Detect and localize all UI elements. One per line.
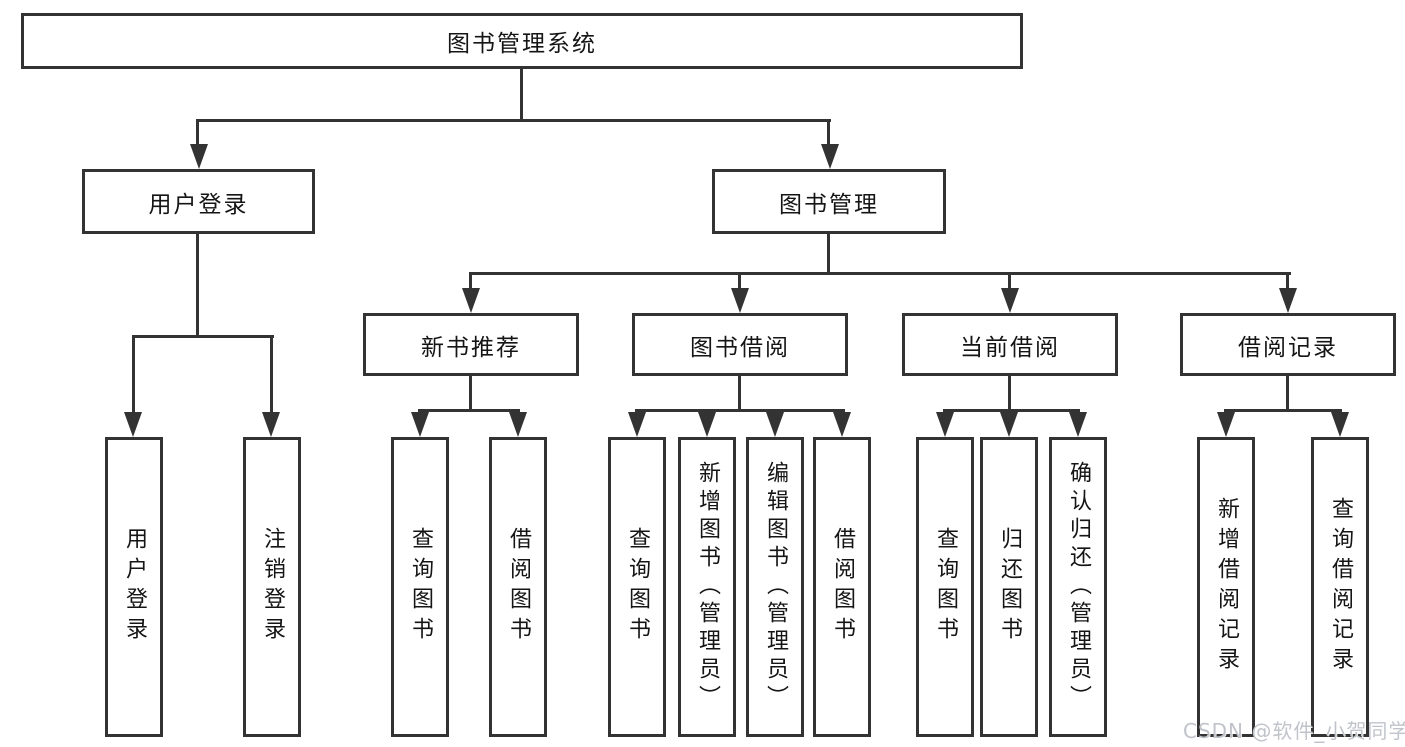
arrow-down-icon <box>509 412 527 437</box>
node-label: 确认归还（管理员） <box>1066 461 1091 713</box>
connector-root-bar <box>196 119 831 122</box>
connector-book-borrow-bar <box>635 409 845 412</box>
arrow-down-icon <box>1331 412 1349 437</box>
arrow-down-icon <box>124 412 142 437</box>
arrow-down-icon <box>411 412 429 437</box>
connector-stem-book-management <box>827 119 830 147</box>
connector-new-book-stem <box>469 375 472 412</box>
connector-stem-new-book <box>469 272 472 290</box>
connector-borrow-records-stem <box>1286 375 1289 412</box>
connector-stem-leaf-logout <box>270 335 273 413</box>
node-label: 图书借阅 <box>690 334 790 361</box>
arrow-down-icon <box>766 412 784 437</box>
node-label: 新增借阅记录 <box>1214 497 1239 677</box>
connector-user-login-stem <box>196 233 199 337</box>
node-label: 图书管理系统 <box>447 31 597 57</box>
leaf-edit-books-admin: 编辑图书（管理员） <box>746 437 804 737</box>
connector-root-stem <box>520 68 523 121</box>
node-label: 用户登录 <box>148 191 249 218</box>
arrow-down-icon <box>1069 412 1087 437</box>
arrow-down-icon <box>190 144 208 169</box>
arrow-down-icon <box>1279 288 1297 313</box>
node-label: 当前借阅 <box>960 334 1060 361</box>
leaf-query-books-current: 查询图书 <box>916 437 974 737</box>
arrow-down-icon <box>1217 412 1235 437</box>
node-current-borrow: 当前借阅 <box>902 313 1118 376</box>
arrow-down-icon <box>698 412 716 437</box>
csdn-watermark: CSDN @软件_小贺同学 <box>1183 719 1405 743</box>
connector-book-borrow-stem <box>738 375 741 412</box>
node-label: 注销登录 <box>260 527 285 647</box>
node-label: 查询图书 <box>933 527 958 647</box>
leaf-return-books: 归还图书 <box>980 437 1038 737</box>
arrow-down-icon <box>628 412 646 437</box>
node-label: 新增图书（管理员） <box>695 461 720 713</box>
connector-current-borrow-bar <box>943 409 1080 412</box>
node-root-library-system: 图书管理系统 <box>21 13 1023 69</box>
node-label: 查询图书 <box>625 527 650 647</box>
node-new-book-recommend: 新书推荐 <box>363 313 579 376</box>
leaf-borrow-books: 借阅图书 <box>813 437 871 737</box>
arrow-down-icon <box>936 412 954 437</box>
node-label: 归还图书 <box>997 527 1022 647</box>
connector-current-borrow-stem <box>1008 375 1011 412</box>
connector-user-login-bar <box>132 335 274 338</box>
arrow-down-icon <box>462 288 480 313</box>
node-label: 查询图书 <box>408 527 433 647</box>
node-label: 借阅记录 <box>1238 334 1338 361</box>
node-label: 借阅图书 <box>830 527 855 647</box>
connector-stem-user-login <box>196 119 199 147</box>
arrow-down-icon <box>1001 288 1019 313</box>
node-book-borrow: 图书借阅 <box>632 313 848 376</box>
connector-stem-leaf-user-login <box>132 335 135 413</box>
connector-stem-book-borrow <box>738 272 741 290</box>
connector-borrow-records-bar <box>1224 409 1342 412</box>
arrow-down-icon <box>821 144 839 169</box>
node-user-login: 用户登录 <box>82 169 315 234</box>
leaf-query-books-borrow: 查询图书 <box>608 437 666 737</box>
connector-book-management-bar <box>469 272 1291 275</box>
node-borrow-records: 借阅记录 <box>1180 313 1396 376</box>
connector-stem-borrow-records <box>1286 272 1289 290</box>
arrow-down-icon <box>262 412 280 437</box>
leaf-query-books-recommend: 查询图书 <box>391 437 449 737</box>
node-label: 图书管理 <box>779 191 879 218</box>
node-label: 编辑图书（管理员） <box>763 461 788 713</box>
leaf-confirm-return-admin: 确认归还（管理员） <box>1049 437 1107 737</box>
node-label: 用户登录 <box>122 527 147 647</box>
leaf-logout-login: 注销登录 <box>243 437 301 737</box>
node-label: 借阅图书 <box>506 527 531 647</box>
leaf-borrow-books-recommend: 借阅图书 <box>489 437 547 737</box>
node-book-management: 图书管理 <box>712 169 946 234</box>
leaf-add-borrow-record: 新增借阅记录 <box>1197 437 1255 737</box>
arrow-down-icon <box>1000 412 1018 437</box>
connector-stem-current-borrow <box>1008 272 1011 290</box>
connector-book-management-stem <box>827 233 830 274</box>
leaf-user-login: 用户登录 <box>105 437 163 737</box>
connector-new-book-bar <box>418 409 520 412</box>
node-label: 查询借阅记录 <box>1328 497 1353 677</box>
arrow-down-icon <box>833 412 851 437</box>
node-label: 新书推荐 <box>421 334 521 361</box>
leaf-add-books-admin: 新增图书（管理员） <box>678 437 736 737</box>
leaf-query-borrow-record: 查询借阅记录 <box>1311 437 1369 737</box>
arrow-down-icon <box>731 288 749 313</box>
